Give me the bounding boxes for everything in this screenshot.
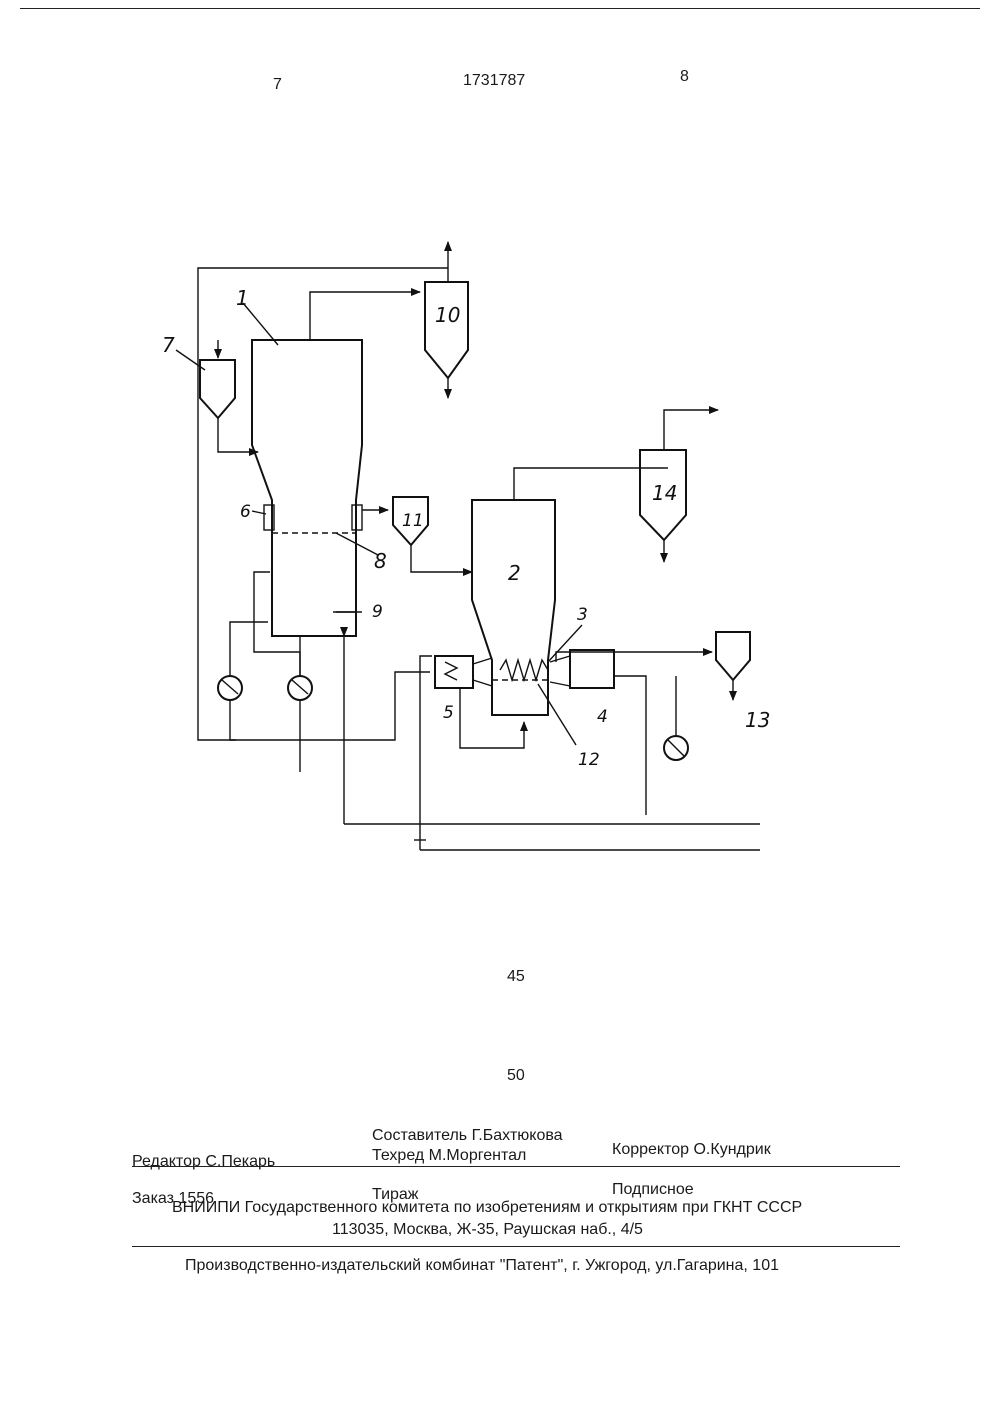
publisher: Производственно-издательский комбинат "П… bbox=[185, 1257, 779, 1275]
heat-exchanger-coil-3 bbox=[500, 660, 548, 680]
unit-4 bbox=[570, 650, 614, 688]
vniipi-line: ВНИИПИ Государственного комитета по изоб… bbox=[172, 1199, 802, 1217]
reactor-1-shell bbox=[252, 340, 362, 636]
hopper-7 bbox=[200, 360, 235, 418]
label-11: 11 bbox=[402, 511, 424, 531]
label-14: 14 bbox=[652, 481, 677, 505]
label-13: 13 bbox=[745, 708, 770, 732]
label-10: 10 bbox=[435, 303, 460, 327]
label-3: 3 bbox=[577, 605, 588, 625]
subscription: Подписное bbox=[612, 1181, 694, 1199]
label-7: 7 bbox=[162, 333, 175, 357]
blower-left bbox=[218, 676, 242, 700]
label-4: 4 bbox=[597, 707, 608, 727]
cyclone-10 bbox=[425, 282, 468, 378]
label-9: 9 bbox=[372, 602, 383, 622]
reactor-2-shell bbox=[472, 500, 555, 715]
heat-exchanger-5 bbox=[435, 656, 473, 688]
label-8: 8 bbox=[374, 549, 387, 573]
colophon-rule-top bbox=[132, 1166, 900, 1167]
process-flow-diagram: 1 2 3 4 5 6 7 8 9 10 11 12 13 14 bbox=[0, 0, 1000, 900]
editor: Редактор С.Пекарь bbox=[132, 1153, 275, 1171]
tech-editor: Техред М.Моргентал bbox=[372, 1147, 526, 1165]
line-number-45: 45 bbox=[507, 968, 525, 986]
cyclone-13 bbox=[716, 632, 750, 680]
corrector: Корректор О.Кундрик bbox=[612, 1141, 771, 1159]
label-6: 6 bbox=[240, 502, 251, 522]
label-2: 2 bbox=[508, 561, 521, 585]
colophon-rule-bottom bbox=[132, 1246, 900, 1247]
label-12: 12 bbox=[578, 750, 600, 770]
vniipi-address: 113035, Москва, Ж-35, Раушская наб., 4/5 bbox=[332, 1221, 643, 1239]
compiler: Составитель Г.Бахтюкова bbox=[372, 1127, 563, 1145]
blower-right bbox=[288, 676, 312, 700]
line-number-50: 50 bbox=[507, 1067, 525, 1085]
label-1: 1 bbox=[236, 286, 249, 310]
label-5: 5 bbox=[443, 703, 454, 723]
